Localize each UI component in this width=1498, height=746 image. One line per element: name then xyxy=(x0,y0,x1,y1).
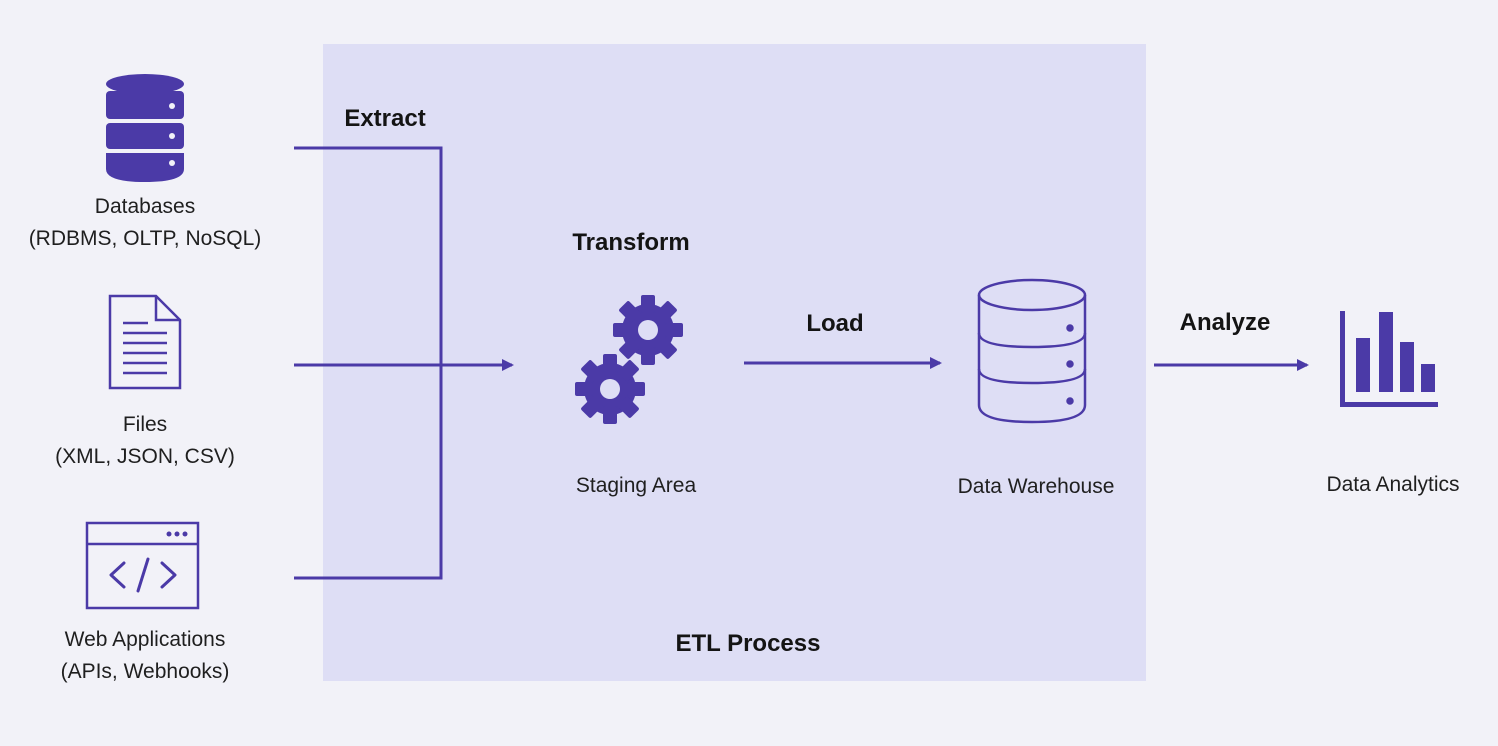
gears-icon xyxy=(575,295,683,424)
source-files-label: Files (XML, JSON, CSV) xyxy=(5,409,285,473)
staging-area-label: Staging Area xyxy=(575,474,697,497)
etl-process-panel xyxy=(323,44,1146,681)
load-label: Load xyxy=(806,310,864,337)
data-warehouse-label: Data Warehouse xyxy=(957,475,1115,498)
file-document-icon xyxy=(108,294,182,390)
source-detail: (RDBMS, OLTP, NoSQL) xyxy=(28,227,262,250)
database-icon xyxy=(106,74,184,182)
extract-label: Extract xyxy=(344,105,426,132)
extract-connector xyxy=(294,146,514,580)
analyze-label: Analyze xyxy=(1179,309,1271,336)
source-name: Databases xyxy=(94,195,196,218)
web-code-window-icon xyxy=(85,521,200,610)
source-name: Web Applications xyxy=(64,628,226,651)
source-web-applications-label: Web Applications (APIs, Webhooks) xyxy=(5,624,285,688)
transform-label: Transform xyxy=(572,229,690,256)
source-detail: (APIs, Webhooks) xyxy=(60,660,230,683)
database-outline-icon xyxy=(977,278,1087,424)
source-name: Files xyxy=(122,413,168,436)
source-detail: (XML, JSON, CSV) xyxy=(55,445,235,468)
data-analytics-label: Data Analytics xyxy=(1326,473,1460,496)
etl-process-label: ETL Process xyxy=(675,630,821,657)
source-databases-label: Databases (RDBMS, OLTP, NoSQL) xyxy=(5,191,285,255)
bar-chart-icon xyxy=(1340,311,1438,407)
